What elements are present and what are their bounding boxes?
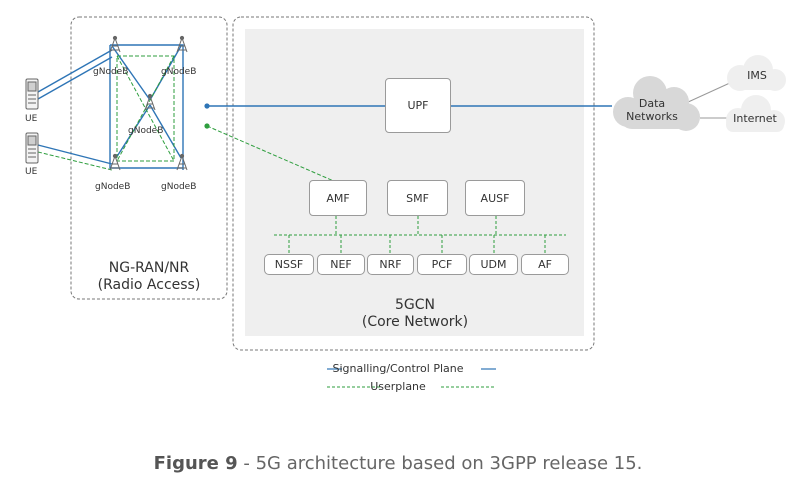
n2-link-dot [204,123,210,129]
pcf-box: PCF [417,254,467,275]
ausf-box: AUSF [465,180,525,216]
figure-caption-label: Figure 9 [153,453,238,474]
n2-userplane-link [206,125,337,183]
internet-label: Internet [733,112,777,125]
service-bus [274,216,566,254]
gnodeb-antenna-icon-top-left [109,35,121,53]
smf-box: SMF [387,180,448,216]
nef-box: NEF [317,254,365,275]
ims-cloud [727,55,786,91]
af-box: AF [521,254,569,275]
legend-signalling: Signalling/Control Plane [332,362,464,375]
core-title-line: 5GCN [394,297,435,313]
ue-device-icon-1 [25,78,39,110]
nrf-box: NRF [367,254,414,275]
figure-caption-text: - 5G architecture based on 3GPP release … [237,453,643,474]
nssf-box: NSSF [264,254,314,275]
gnodeb-antenna-icon-bottom-right [176,153,188,171]
ue-device-icon-2 [25,132,39,164]
gnodeb-label-top-left: gNodeB [93,67,129,77]
data-networks-line2: Networks [626,110,678,123]
gnodeb-antenna-icon-center [144,93,156,111]
gnodeb-label-bottom-left: gNodeB [95,182,131,192]
data-networks-cloud [613,76,700,131]
ran-subtitle-line: (Radio Access) [97,277,201,293]
gnodeb-label-bottom-right: gNodeB [161,182,197,192]
core-subtitle-line: (Core Network) [361,314,469,330]
ran-userplane-links [116,55,175,162]
gnodeb-label-top-right: gNodeB [161,67,197,77]
ims-label: IMS [747,69,767,82]
figure-caption: Figure 9 - 5G architecture based on 3GPP… [0,453,796,474]
gnodeb-antenna-icon-top-right [176,35,188,53]
internet-cloud [726,95,785,132]
core-region-border [232,16,595,351]
legend-userplane: Userplane [370,380,426,393]
udm-box: UDM [469,254,518,275]
ue-label-2: UE [25,167,38,177]
ue-links [37,49,113,171]
gnodeb-antenna-icon-bottom-left [109,153,121,171]
ran-region [70,16,228,300]
ran-title: NG-RAN/NR (Radio Access) [71,260,227,294]
data-networks-label: Data Networks [621,97,683,123]
gnodeb-label-center: gNodeB [128,126,164,136]
ue-label-1: UE [25,114,38,124]
data-networks-line1: Data [638,97,666,110]
upf-box: UPF [385,78,451,133]
core-title: 5GCN (Core Network) [330,297,500,331]
ran-title-line: NG-RAN/NR [108,260,190,276]
n3-link-dot [204,103,210,109]
amf-box: AMF [309,180,367,216]
